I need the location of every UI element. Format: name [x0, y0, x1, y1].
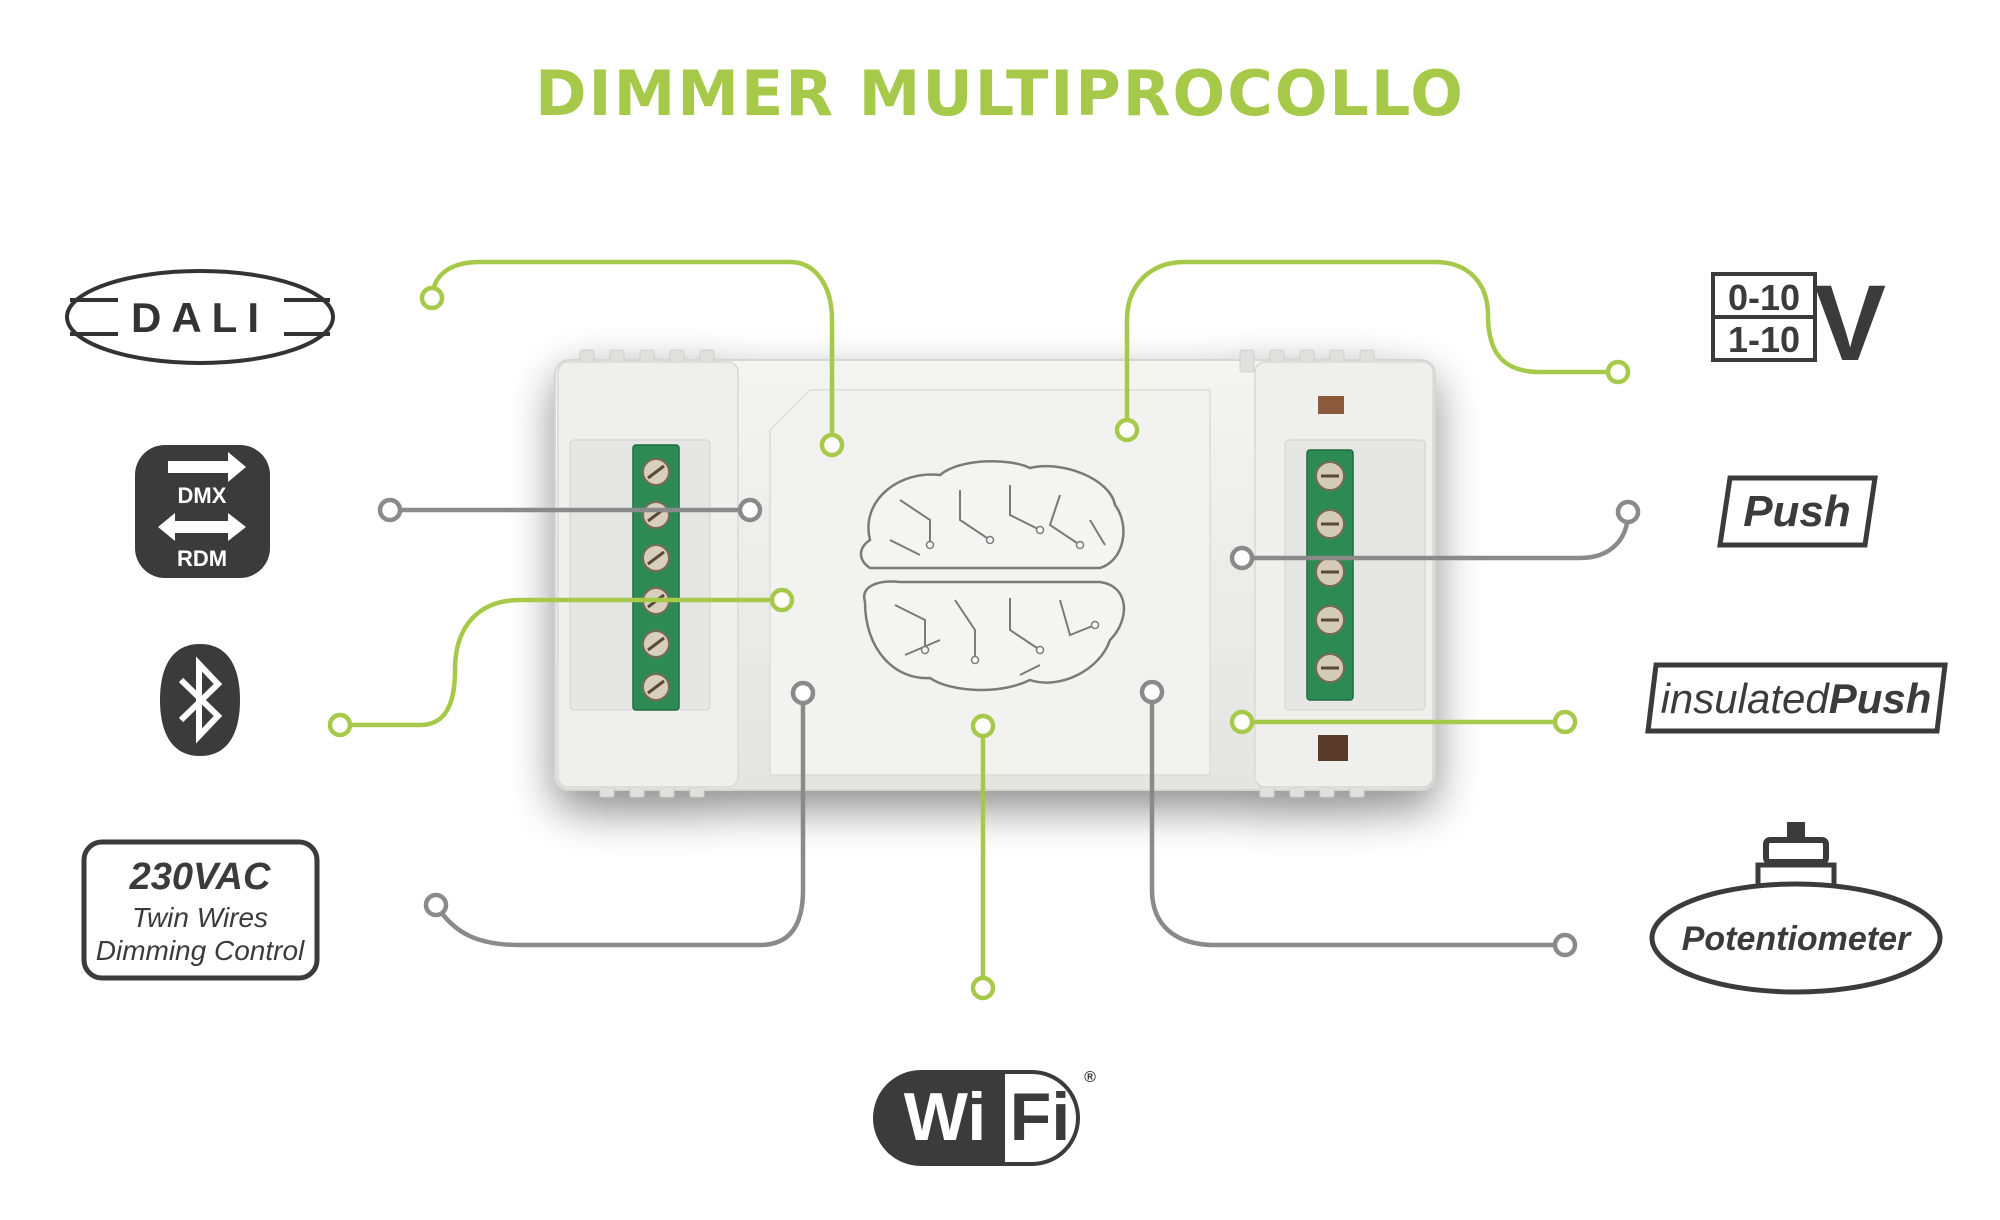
insulated-push-label: insulatedPush [1661, 675, 1932, 722]
wifi-label-left: Wi [904, 1079, 986, 1155]
connector-lines [337, 259, 1631, 991]
push-logo: Push [1717, 475, 1878, 548]
wifi-logo: Wi Fi ® [873, 1069, 1096, 1166]
voltage-connector [1124, 259, 1621, 433]
wifi-registered-mark: ® [1084, 1069, 1096, 1086]
potentiometer-connector [1149, 689, 1568, 948]
vac-logo: 230VAC Twin Wires Dimming Control [81, 839, 320, 981]
rdm-label: RDM [177, 546, 227, 571]
wifi-label-right: Fi [1010, 1079, 1070, 1155]
vac-title: 230VAC [129, 856, 271, 898]
brain-circuit-icon [859, 459, 1126, 692]
dmx-rdm-logo: DMX RDM [135, 445, 270, 578]
dali-logo: DALI [65, 269, 335, 365]
bluetooth-connector [337, 597, 785, 728]
dali-label: DALI [131, 294, 269, 341]
dali-connector [429, 259, 835, 446]
potentiometer-logo: Potentiometer [1649, 822, 1943, 995]
dimmer-device [554, 349, 1436, 798]
voltage-line-1: 0-10 [1728, 277, 1800, 318]
connector-dots [327, 285, 1641, 1001]
vac-line-1: Twin Wires [132, 902, 268, 933]
page-title: DIMMER MULTIPROCOLLO [535, 57, 1465, 130]
bluetooth-logo [160, 644, 240, 756]
push-label: Push [1743, 487, 1851, 536]
bluetooth-icon [178, 656, 223, 744]
vac-connector [433, 692, 806, 948]
vac-line-2: Dimming Control [96, 935, 305, 966]
dmx-label: DMX [178, 483, 227, 508]
voltage-line-2: 1-10 [1728, 319, 1800, 360]
insulated-light-text: insulated [1661, 675, 1831, 722]
potentiometer-label: Potentiometer [1682, 920, 1912, 958]
voltage-logo: 0-10 1-10 V [1711, 262, 1886, 383]
insulated-push-logo: insulatedPush [1645, 662, 1948, 734]
insulated-bold-text: Push [1829, 675, 1932, 722]
voltage-v: V [1814, 262, 1886, 383]
